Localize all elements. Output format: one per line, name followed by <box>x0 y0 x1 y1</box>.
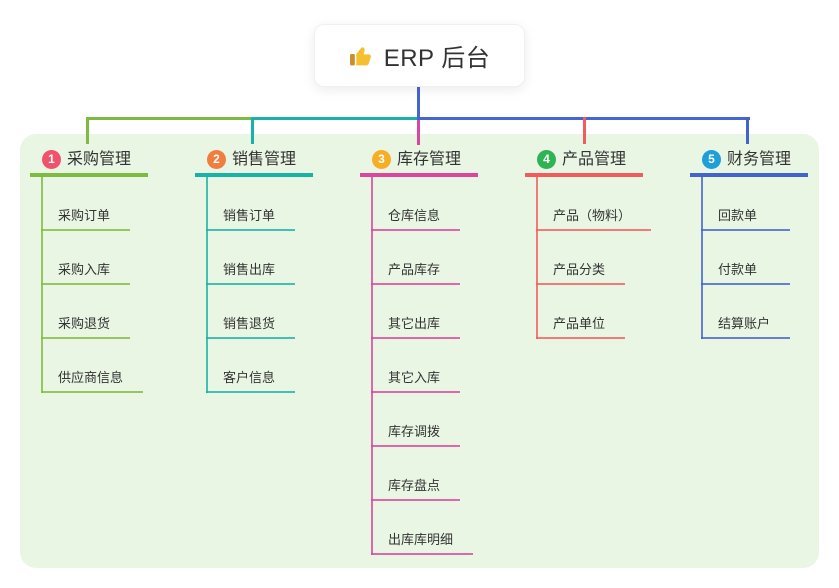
thumbs-up-icon <box>349 43 374 68</box>
child-item[interactable]: 产品库存 <box>371 231 461 285</box>
child-item[interactable]: 其它入库 <box>371 339 461 393</box>
branch-drop-1 <box>86 117 89 144</box>
child-item-label: 库存调拨 <box>388 424 441 439</box>
child-item[interactable]: 采购退货 <box>41 285 131 339</box>
child-item[interactable]: 产品分类 <box>536 231 626 285</box>
child-item[interactable]: 结算账户 <box>701 285 791 339</box>
child-item[interactable]: 仓库信息 <box>371 177 461 231</box>
branch-underline-1 <box>30 173 148 177</box>
branch-label-1[interactable]: 采购管理 <box>67 151 132 168</box>
root-node[interactable]: ERP 后台 <box>314 24 525 87</box>
child-item-label: 销售订单 <box>223 208 276 223</box>
child-item[interactable]: 采购入库 <box>41 231 131 285</box>
branch-underline-2 <box>195 173 313 177</box>
branch-badge-5: 5 <box>702 150 721 169</box>
branch-badge-1: 1 <box>42 150 61 169</box>
child-item[interactable]: 产品单位 <box>536 285 626 339</box>
root-stem-line <box>417 85 420 120</box>
child-item-label: 产品（物料） <box>553 208 632 223</box>
child-item-label: 其它出库 <box>388 316 441 331</box>
branch-label-3[interactable]: 库存管理 <box>397 151 462 168</box>
child-item[interactable]: 库存调拨 <box>371 393 461 447</box>
child-item-label: 结算账户 <box>718 316 771 331</box>
child-item-label: 销售出库 <box>223 262 276 277</box>
branch-underline-5 <box>690 173 808 177</box>
child-connector-line <box>701 177 703 339</box>
branch-badge-3: 3 <box>372 150 391 169</box>
branch-underline-3 <box>360 173 478 177</box>
branch-badge-4: 4 <box>537 150 556 169</box>
child-item-label: 回款单 <box>718 208 758 223</box>
branch-label-2[interactable]: 销售管理 <box>232 151 297 168</box>
child-item-label: 其它入库 <box>388 370 441 385</box>
child-item-label: 付款单 <box>718 262 758 277</box>
branch-drop-4 <box>583 117 586 144</box>
branch-label-4[interactable]: 产品管理 <box>562 151 627 168</box>
child-item[interactable]: 付款单 <box>701 231 790 285</box>
child-item-label: 客户信息 <box>223 370 276 385</box>
branch-underline-4 <box>525 173 643 177</box>
child-item[interactable]: 其它出库 <box>371 285 461 339</box>
child-item-label: 产品单位 <box>553 316 606 331</box>
branch-drop-2 <box>251 117 254 144</box>
child-item[interactable]: 客户信息 <box>206 339 296 393</box>
child-item-label: 采购退货 <box>58 316 111 331</box>
child-item-label: 仓库信息 <box>388 208 441 223</box>
child-item-label: 出库库明细 <box>388 532 454 547</box>
child-item-label: 采购订单 <box>58 208 111 223</box>
child-item-label: 供应商信息 <box>58 370 124 385</box>
trunk-left-green <box>86 117 254 120</box>
branch-drop-3 <box>417 120 420 145</box>
child-item[interactable]: 销售出库 <box>206 231 296 285</box>
child-item[interactable]: 采购订单 <box>41 177 131 231</box>
branch-label-5[interactable]: 财务管理 <box>727 151 792 168</box>
child-item[interactable]: 回款单 <box>701 177 790 231</box>
trunk-mid-teal <box>251 117 420 120</box>
child-connector-line <box>41 177 43 393</box>
child-item[interactable]: 销售订单 <box>206 177 296 231</box>
child-item-label: 采购入库 <box>58 262 111 277</box>
branch-badge-2: 2 <box>207 150 226 169</box>
child-item[interactable]: 库存盘点 <box>371 447 461 501</box>
child-item[interactable]: 产品（物料） <box>536 177 652 231</box>
branches-panel <box>20 134 819 568</box>
child-item[interactable]: 销售退货 <box>206 285 296 339</box>
branch-drop-5 <box>746 117 749 144</box>
child-connector-line <box>536 177 538 339</box>
child-connector-line <box>206 177 208 393</box>
root-title: ERP 后台 <box>383 45 491 72</box>
child-item[interactable]: 出库库明细 <box>371 501 474 555</box>
child-item-label: 库存盘点 <box>388 478 441 493</box>
child-item-label: 产品库存 <box>388 262 441 277</box>
child-item[interactable]: 供应商信息 <box>41 339 144 393</box>
child-item-label: 销售退货 <box>223 316 276 331</box>
child-connector-line <box>371 177 373 555</box>
child-item-label: 产品分类 <box>553 262 606 277</box>
